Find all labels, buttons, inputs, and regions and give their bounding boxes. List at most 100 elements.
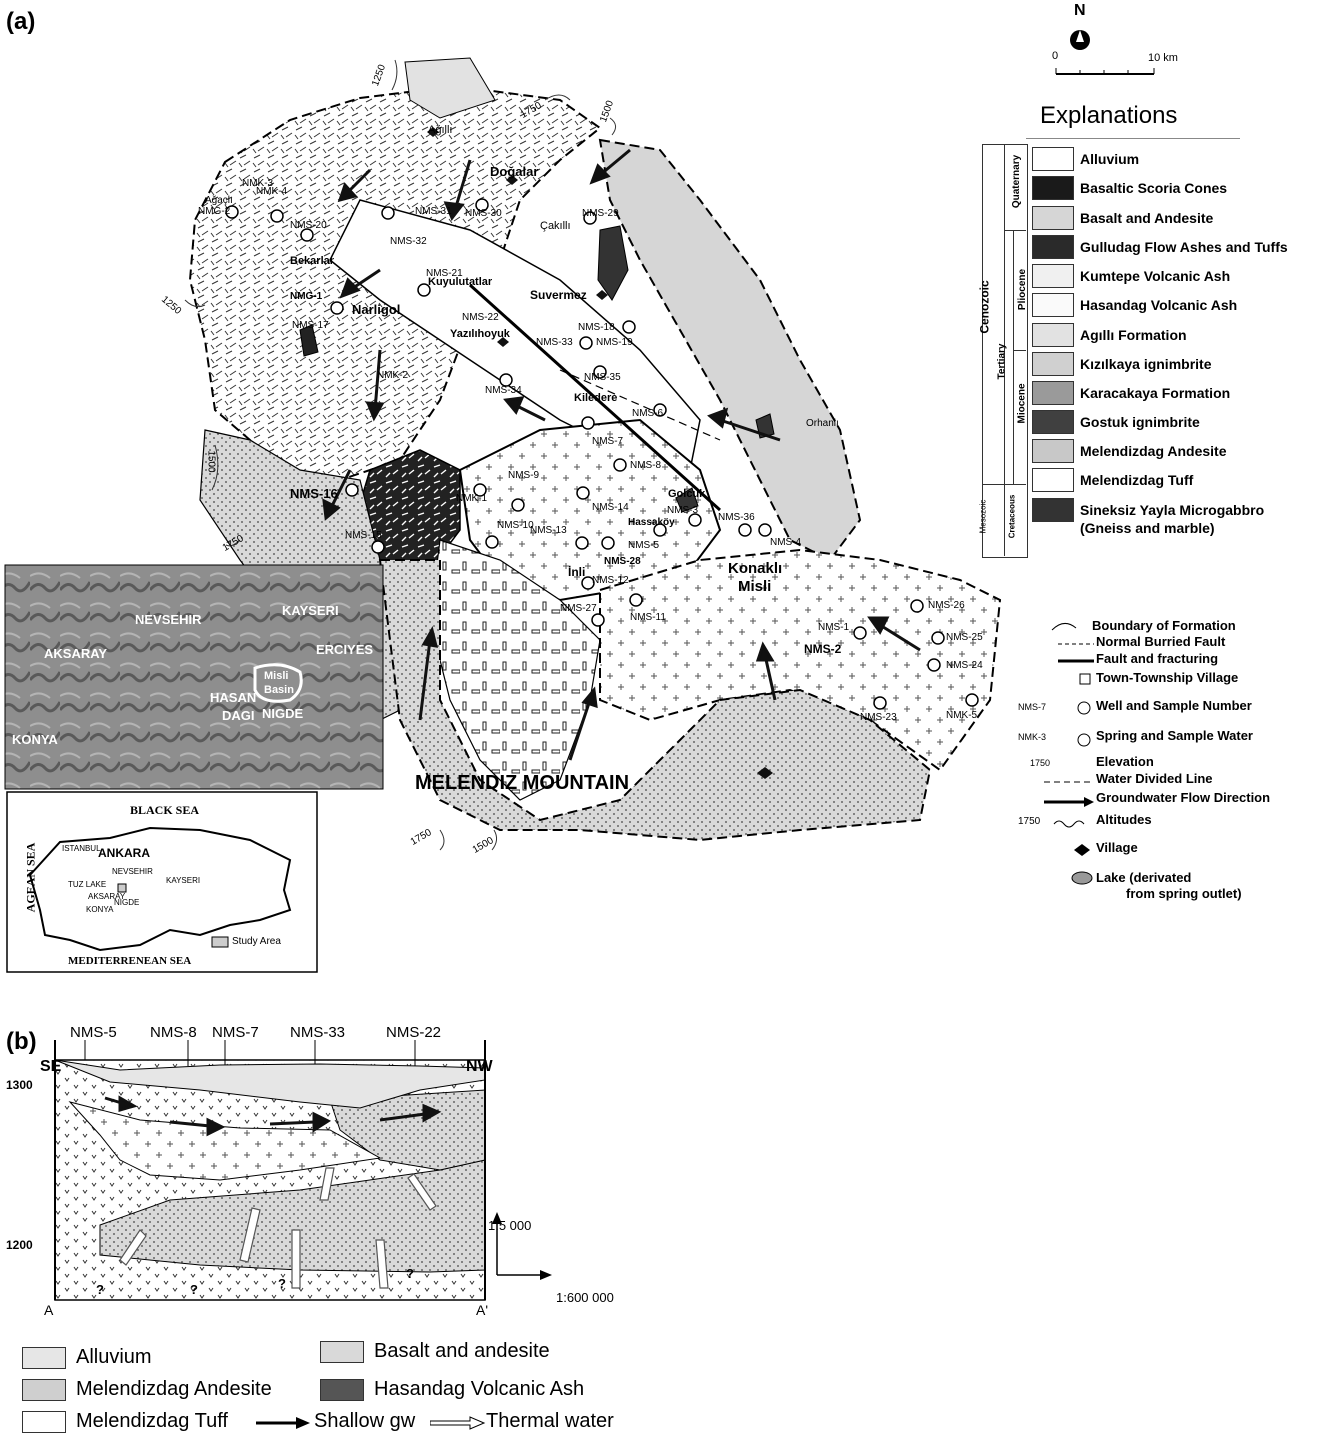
symbol-row: Elevation <box>1096 754 1154 769</box>
legend-row-melendiz-andesite: Melendizdag Andesite <box>1032 438 1227 464</box>
xsec-point-a: A <box>44 1302 54 1318</box>
xsec-nw-label: NW <box>466 1058 493 1075</box>
well-label: NMK-3 <box>242 178 274 189</box>
north-label: N <box>1074 2 1086 19</box>
sea-label: BLACK SEA <box>130 803 200 817</box>
legend-swatch <box>1032 176 1074 200</box>
cross-section <box>54 1040 552 1301</box>
well-label: NMS-15 <box>345 530 382 541</box>
well-label: NMS-8 <box>630 460 662 471</box>
xsec-well-label: NMS-5 <box>70 1024 117 1041</box>
village-icon <box>1074 844 1090 856</box>
thermal-water-arrows <box>119 1167 437 1289</box>
xsec-unknown: ? <box>190 1282 198 1297</box>
legend-swatch <box>1032 147 1074 171</box>
well-label: NMS-9 <box>508 470 540 481</box>
era-label: Cenozoic <box>977 280 992 334</box>
well-label: NMS-2 <box>804 642 842 656</box>
era-label: Mesozoic <box>978 499 988 534</box>
well-label: NMS-4 <box>770 537 802 548</box>
well-label: NMG-2 <box>198 206 231 217</box>
basin-label: Misli <box>264 670 289 682</box>
epoch-label: Quaternary <box>1011 154 1023 209</box>
well-label: NMS-32 <box>390 236 427 247</box>
well-label: NMS-35 <box>584 372 621 383</box>
well-label: NMS-31 <box>415 206 452 217</box>
epoch-label: Pliocene <box>1017 268 1029 311</box>
misli-basin-outline <box>253 663 303 703</box>
well-label: NMS-21 <box>426 268 463 279</box>
turkey-outline <box>28 826 292 952</box>
place-label: Kiledere <box>574 392 618 404</box>
symbol-row: Village <box>1096 840 1138 855</box>
kizilkaya-ignimbrite-region <box>598 138 862 562</box>
well-label: NMS-33 <box>536 337 573 348</box>
legend-row-scoria: Basaltic Scoria Cones <box>1032 175 1227 201</box>
symbol-row: Fault and fracturing <box>1096 651 1219 666</box>
symbol-row: Boundary of Formation <box>1092 618 1236 633</box>
legend-swatch <box>1032 410 1074 434</box>
legend-row-basalt: Basalt and Andesite <box>1032 205 1213 231</box>
well-label: NMS-36 <box>718 512 755 523</box>
symbol-row: Normal Burried Fault <box>1096 634 1226 649</box>
epoch-label: Miocene <box>1016 383 1028 424</box>
legend-swatch <box>320 1378 364 1401</box>
well-label: NMS-28 <box>604 556 641 567</box>
hasandag-ash-east-region <box>599 548 1002 772</box>
place-label: Çakıllı <box>540 220 571 232</box>
well-label: NMS-18 <box>578 322 615 333</box>
legend-swatch <box>1032 439 1074 463</box>
kumtepe-ash-region <box>429 539 601 801</box>
well-label: NMK-1 <box>456 493 488 504</box>
relief-city: ERCIYES <box>316 642 374 657</box>
turkey-city: NEVSEHIR <box>112 867 153 876</box>
place-label: Suvermez <box>530 288 587 302</box>
place-label: Ağaçlı <box>205 195 233 206</box>
legend-row-melendiz-tuff: Melendizdag Tuff <box>1032 467 1193 493</box>
symbol-row: Water Divided Line <box>1096 771 1213 786</box>
place-label: Yazılıhoyuk <box>450 328 510 340</box>
legend-swatch <box>1032 468 1074 492</box>
spring-icon <box>1077 733 1091 747</box>
study-area-legend-box <box>211 936 229 948</box>
relief-city: NEVSEHIR <box>135 612 202 627</box>
legend-swatch <box>1032 498 1074 522</box>
xsec-elev-label: 1200 <box>6 1238 33 1252</box>
well-label: NMK-2 <box>377 370 409 381</box>
symbol-prefix: 1750 <box>1018 816 1041 827</box>
symbol-row: Altitudes <box>1096 812 1152 827</box>
relief-city: NIGDE <box>262 706 304 721</box>
place-label: Bekarlar <box>290 255 335 267</box>
legend-swatch <box>1032 235 1074 259</box>
xsec-legend-andesite: Melendizdag Andesite <box>22 1378 272 1401</box>
place-label: Ağıllı <box>428 124 453 136</box>
well-label: NMS-5 <box>628 540 660 551</box>
turkey-city: NIGDE <box>114 898 140 907</box>
contour-label: 1500 <box>205 450 217 473</box>
well-label: NMS-24 <box>946 660 983 671</box>
groundwater-flow-arrows <box>322 148 921 761</box>
xsec-well-label: NMS-8 <box>150 1024 197 1041</box>
scale-end: 10 km <box>1148 52 1178 64</box>
well-label: NMS-27 <box>560 603 597 614</box>
place-label: Konaklı <box>728 560 783 577</box>
village-markers <box>427 127 773 779</box>
well-label: NMS-30 <box>465 208 502 219</box>
legend-swatch <box>22 1378 66 1401</box>
study-area-marker <box>117 883 127 893</box>
well-label: NMS-1 <box>818 622 850 633</box>
scale-start: 0 <box>1052 50 1059 62</box>
relief-city: HASAN <box>210 690 257 705</box>
contour-lines <box>184 59 616 851</box>
well-label: NMG-1 <box>290 291 323 302</box>
legend-swatch <box>1032 381 1074 405</box>
xsec-se-label: SE <box>40 1058 62 1075</box>
place-label: Narligol <box>352 302 401 317</box>
well-label: NMS-25 <box>946 632 983 643</box>
well-label: NMS-11 <box>630 612 666 623</box>
legend-swatch <box>1032 293 1074 317</box>
place-label: Golcuk <box>668 488 706 500</box>
shallow-gw-arrows <box>104 1095 442 1137</box>
relief-city: KAYSERI <box>282 603 339 618</box>
buried-fault-line <box>559 369 721 441</box>
